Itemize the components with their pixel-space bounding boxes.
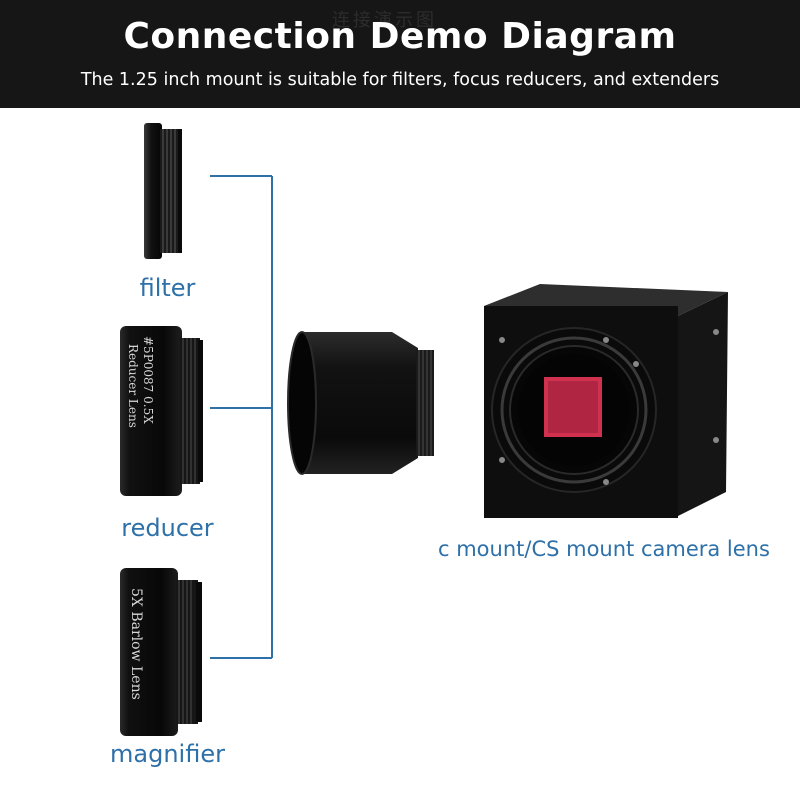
reducer-label: reducer	[121, 514, 214, 542]
watermark-text: 连接演示图	[332, 10, 437, 31]
filter-image	[144, 123, 182, 259]
reducer-engraving-2: Reducer Lens	[126, 344, 140, 428]
camera-caption: c mount/CS mount camera lens	[438, 537, 770, 561]
adapter-image	[287, 331, 434, 475]
filter-label: filter	[139, 274, 196, 302]
camera-image	[484, 284, 728, 518]
magnifier-engraving: 5X Barlow Lens	[128, 588, 144, 700]
magnifier-image	[120, 568, 202, 736]
header-banner: 连接演示图 Connection Demo Diagram The 1.25 i…	[0, 0, 800, 108]
reducer-engraving-1: #5P0087 0.5X	[141, 336, 155, 424]
magnifier-label: magnifier	[110, 740, 225, 768]
reducer-image	[120, 326, 203, 496]
page-subtitle: The 1.25 inch mount is suitable for filt…	[80, 70, 720, 90]
page-title: Connection Demo Diagram	[123, 16, 677, 57]
